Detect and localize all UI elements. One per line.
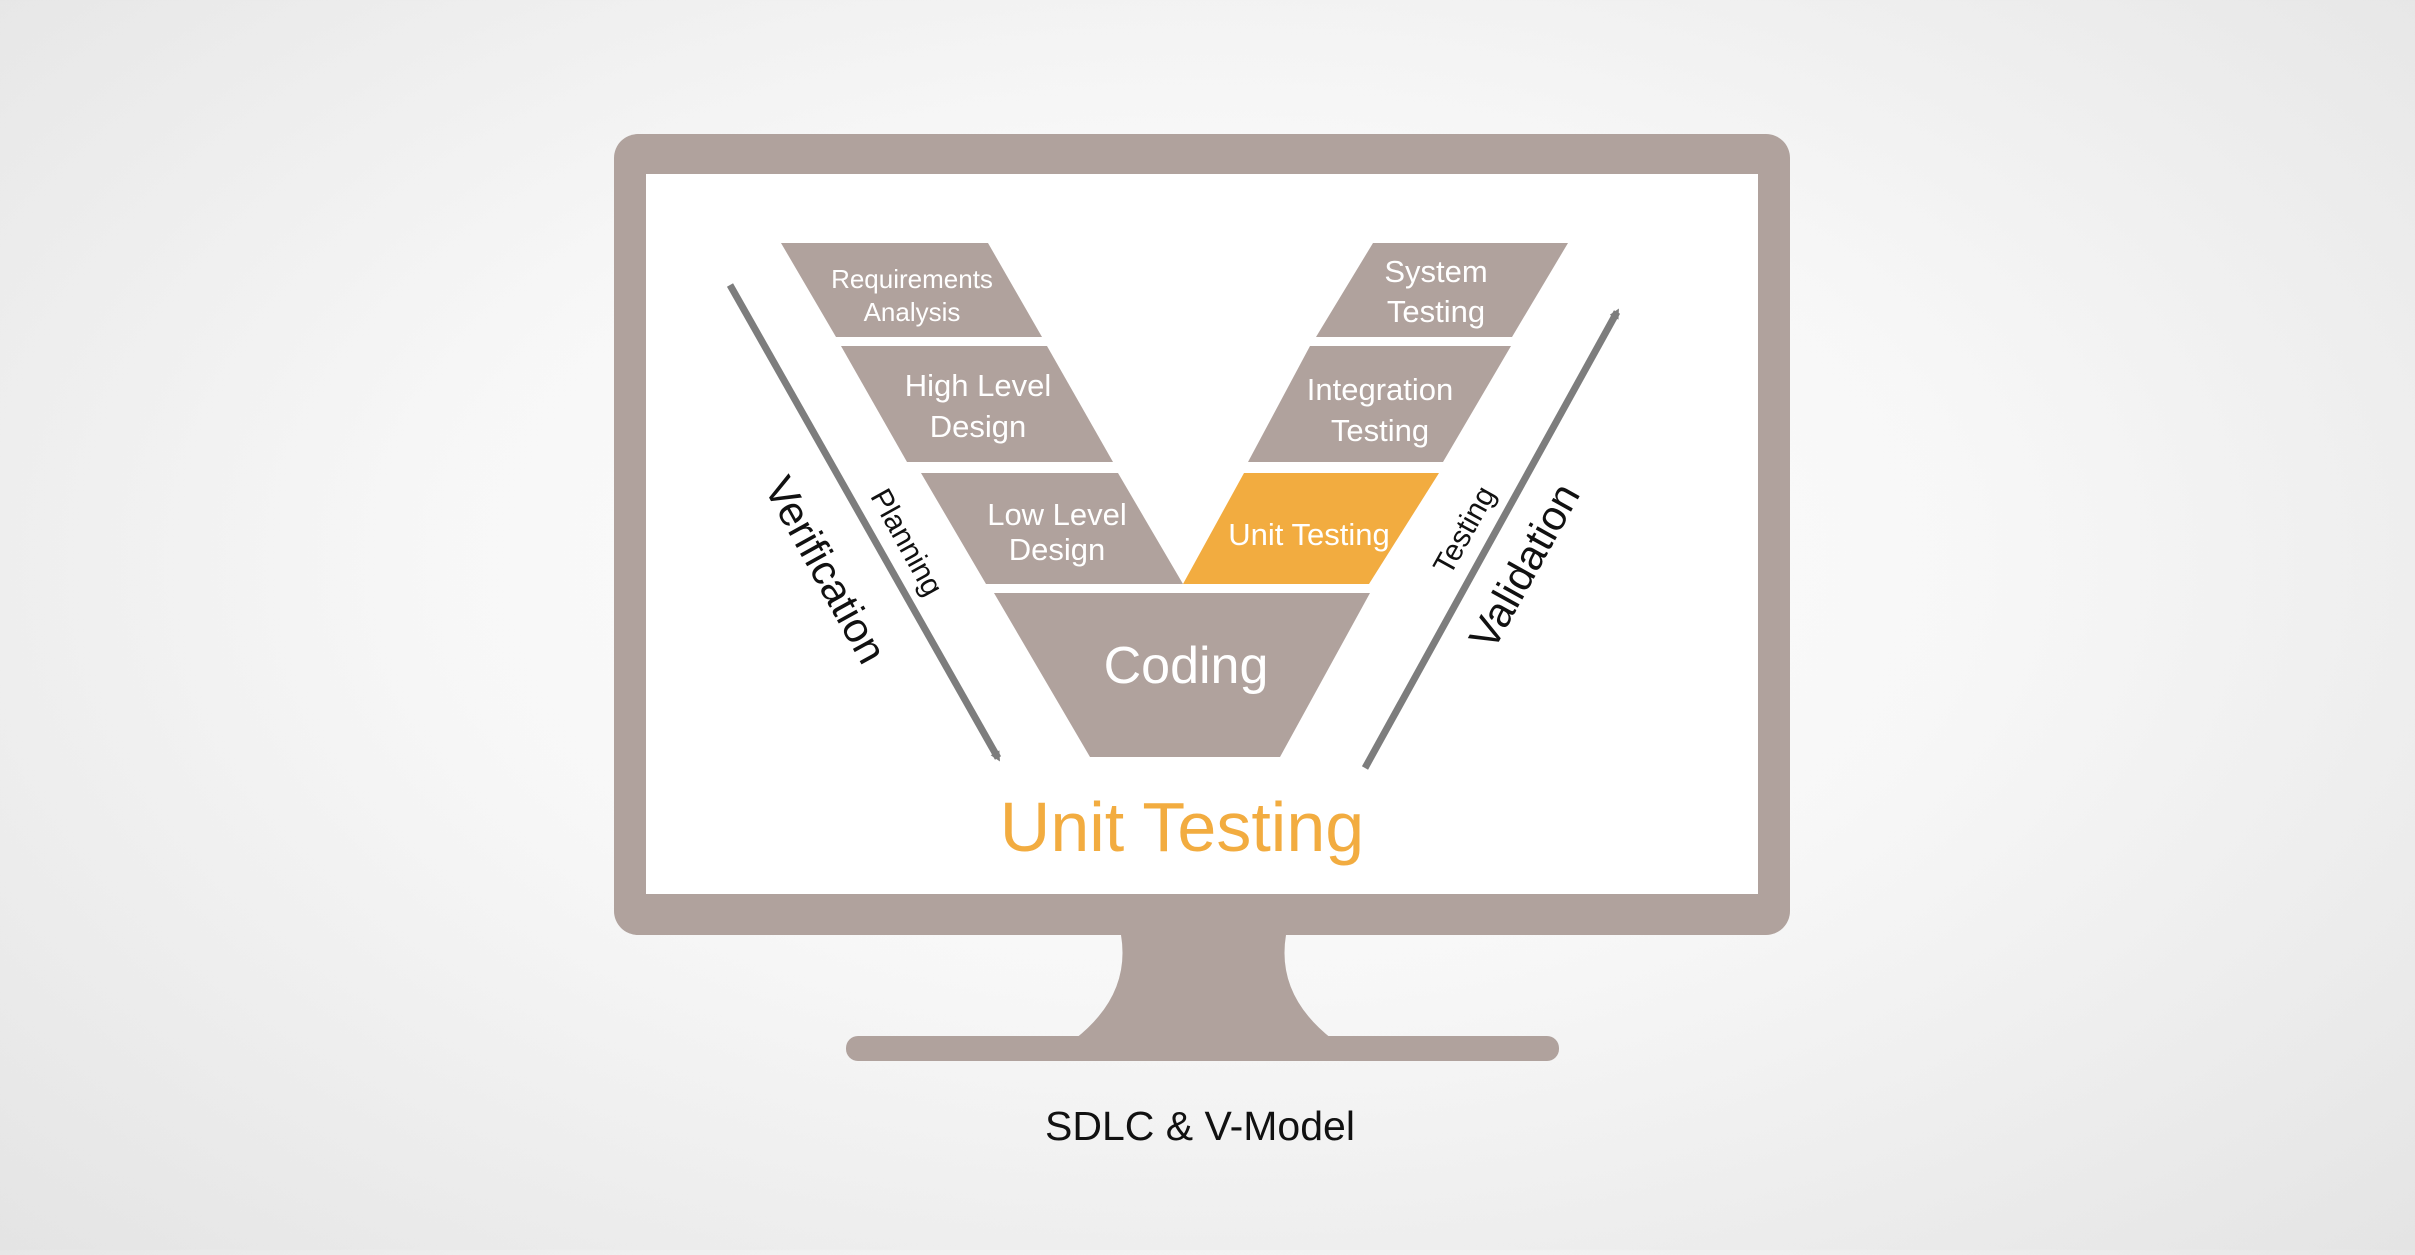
system-testing-label-2: Testing xyxy=(1387,294,1485,329)
integration-testing-label-2: Testing xyxy=(1331,413,1429,448)
phase-high-level-design xyxy=(841,346,1113,462)
requirements-label-1: Requirements xyxy=(831,264,993,294)
phase-coding xyxy=(994,593,1370,757)
v-model-phases xyxy=(781,243,1568,757)
phase-low-level-design xyxy=(921,473,1183,584)
unit-testing-phase-label: Unit Testing xyxy=(1228,517,1389,552)
low-level-design-label-1: Low Level xyxy=(987,497,1127,532)
monitor-base xyxy=(846,1036,1559,1061)
caption: SDLC & V-Model xyxy=(1045,1103,1355,1149)
system-testing-label-1: System xyxy=(1384,254,1487,289)
phase-system-testing xyxy=(1316,243,1568,337)
monitor-neck xyxy=(1075,935,1332,1039)
phase-integration-testing xyxy=(1248,346,1511,462)
verification-arrow-icon xyxy=(726,283,1002,762)
validation-arrow-icon xyxy=(1361,308,1621,770)
highlight-title: Unit Testing xyxy=(1000,788,1364,866)
phase-unit-testing xyxy=(1183,473,1439,584)
high-level-design-label-1: High Level xyxy=(905,368,1051,403)
high-level-design-label-2: Design xyxy=(930,409,1027,444)
coding-label: Coding xyxy=(1104,637,1269,695)
integration-testing-label-1: Integration xyxy=(1307,372,1454,407)
requirements-label-2: Analysis xyxy=(864,297,961,327)
low-level-design-label-2: Design xyxy=(1009,532,1106,567)
phase-requirements-analysis xyxy=(781,243,1042,337)
